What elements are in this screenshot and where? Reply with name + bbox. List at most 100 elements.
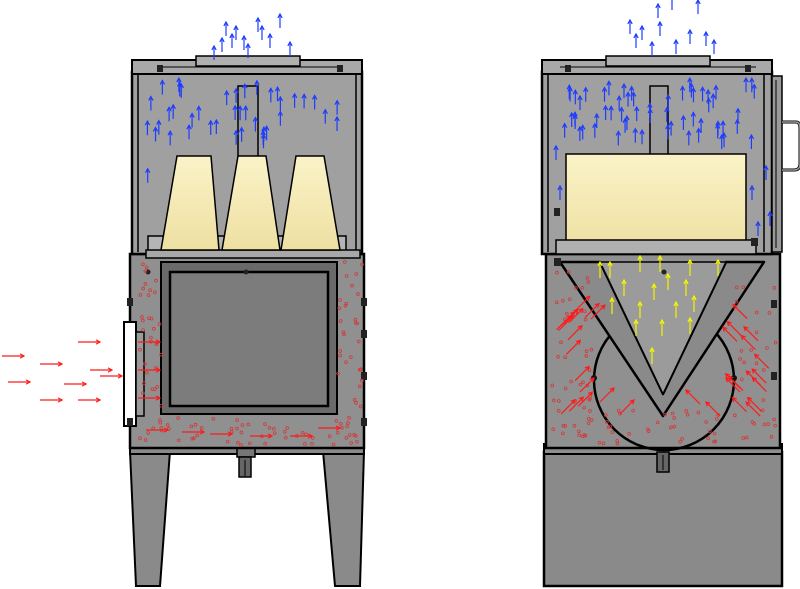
dust-particle-icon [750, 420, 755, 424]
dust-particle-icon [159, 403, 164, 408]
up-arrow-icon [268, 87, 274, 103]
up-arrow-icon [649, 346, 655, 364]
up-arrow-icon [602, 104, 609, 121]
dust-particle-icon [154, 278, 158, 283]
up-arrow-icon [695, 0, 701, 14]
up-arrow-icon [243, 104, 249, 121]
dust-particle-icon [578, 382, 583, 387]
dust-particle-icon [344, 274, 349, 278]
dust-particle-icon [552, 398, 556, 403]
dust-particle-icon [141, 286, 145, 291]
dust-particle-icon [143, 269, 148, 273]
up-arrow-icon [690, 87, 697, 103]
up-arrow-icon [686, 130, 692, 146]
up-arrow-icon [699, 86, 706, 102]
up-arrow-icon [714, 123, 721, 139]
dust-particle-icon [744, 435, 749, 440]
dust-particle-icon [141, 262, 145, 267]
up-arrow-icon [679, 85, 686, 101]
up-arrow-icon [167, 130, 173, 146]
up-arrow-icon [238, 126, 245, 142]
dust-particle-icon [735, 285, 739, 290]
dust-particle-icon [146, 293, 151, 297]
up-arrow-icon [232, 104, 238, 120]
up-arrow-icon [720, 120, 726, 136]
dust-particle-icon [143, 282, 148, 286]
dust-particle-icon [211, 416, 216, 421]
dust-particle-icon [240, 423, 245, 427]
dust-particle-icon [341, 330, 346, 335]
dust-particle-icon [655, 420, 660, 425]
dust-particle-icon [765, 346, 769, 350]
up-arrow-icon [291, 92, 298, 108]
dust-particle-icon [358, 367, 363, 372]
dust-particle-icon [589, 347, 594, 352]
dust-particle-icon [563, 355, 568, 360]
dust-particle-icon [337, 306, 342, 311]
dust-particle-icon [155, 384, 159, 389]
right-arrow-icon [318, 425, 342, 431]
dust-particle-icon [561, 298, 565, 303]
cone-filters [160, 155, 341, 251]
right-arrow-icon [745, 370, 761, 386]
up-arrow-icon [287, 40, 293, 56]
up-arrow-icon [721, 132, 727, 148]
dust-particle-icon [740, 377, 744, 382]
dust-particle-icon [551, 427, 556, 432]
right-arrow-icon [731, 396, 747, 413]
dust-particle-icon [236, 440, 240, 445]
dust-particle-icon [767, 311, 772, 315]
center-exhaust-pipe [649, 85, 669, 157]
up-arrow-icon [695, 127, 702, 143]
up-arrow-icon [637, 254, 643, 272]
dust-particle-icon [239, 443, 243, 447]
right-arrow-icon [565, 339, 582, 355]
housing-bolts [554, 65, 777, 380]
right-arrow-icon [78, 397, 102, 403]
dust-particle-icon [601, 441, 606, 446]
dust-particle-icon [335, 430, 340, 435]
up-arrow-icon [233, 129, 239, 145]
dust-particle-icon [584, 354, 589, 358]
dust-particle-icon [555, 270, 559, 275]
dust-particle-icon [589, 418, 594, 422]
dust-particle-icon [566, 270, 571, 274]
up-arrow-icon [615, 130, 621, 146]
dust-particle-icon [144, 265, 149, 270]
up-arrow-icon [170, 103, 176, 119]
up-arrow-icon [301, 93, 307, 109]
up-arrow-icon [277, 110, 284, 126]
dust-particle-icon [344, 301, 349, 306]
up-arrow-icon [637, 300, 643, 318]
door-handle [782, 120, 800, 172]
up-arrow-icon [572, 113, 578, 129]
dust-particle-icon [154, 342, 159, 346]
up-arrow-icon [241, 34, 247, 50]
dust-particle-icon [627, 432, 631, 436]
dust-particle-icon [229, 426, 234, 431]
up-arrow-icon [647, 107, 653, 124]
dust-particle-icon [190, 436, 195, 441]
up-arrow-icon [657, 254, 663, 272]
up-arrow-icon [706, 97, 712, 113]
dust-particle-icon [663, 412, 667, 417]
up-arrow-icon [334, 115, 340, 131]
dust-particle-icon [712, 431, 717, 436]
dust-particle-icon [766, 422, 770, 426]
up-arrow-icon [687, 28, 693, 44]
dust-particle-icon [331, 442, 336, 447]
dust-particle-icon [334, 419, 339, 423]
dust-particle-icon [706, 436, 710, 440]
dust-particle-icon [610, 430, 615, 434]
dust-particle-icon [741, 285, 746, 290]
dust-particle-icon [285, 426, 289, 430]
up-arrow-icon [254, 79, 260, 95]
up-arrow-icon [651, 282, 657, 300]
dust-particle-icon [580, 285, 584, 290]
dust-particle-icon [342, 332, 346, 337]
dust-particle-icon [153, 290, 157, 295]
drain-valve [236, 447, 256, 478]
up-arrow-icon [252, 116, 259, 132]
dust-particle-icon [336, 371, 340, 376]
